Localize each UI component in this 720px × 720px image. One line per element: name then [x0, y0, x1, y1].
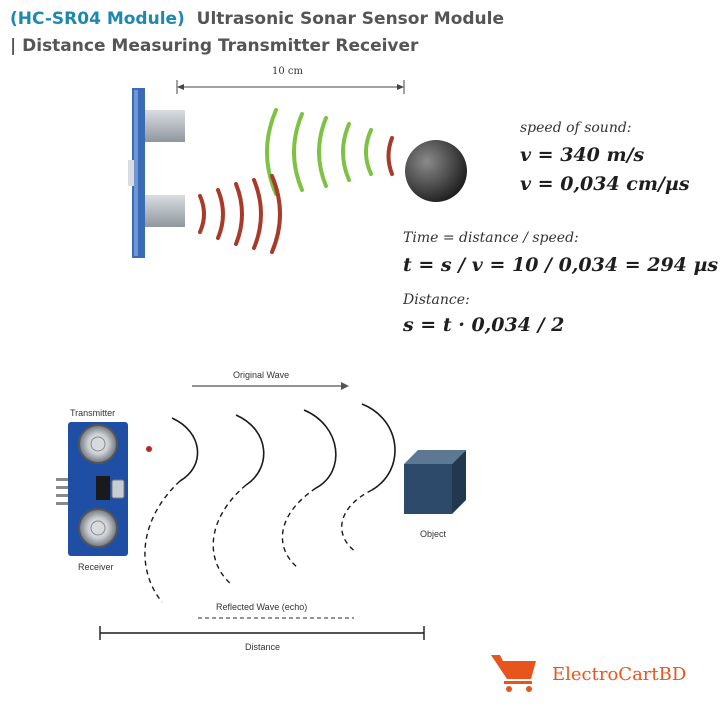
reflected-wave-1 [144, 480, 181, 603]
distance-heading: Distance: [403, 292, 470, 308]
original-waves [171, 403, 396, 491]
emit-wave-1 [265, 108, 278, 196]
speed-ms: v = 340 m/s [520, 144, 645, 166]
reflected-wave-4 [341, 489, 373, 553]
distance-label: Distance [245, 642, 281, 652]
original-wave-2 [235, 414, 265, 486]
top-sensor-module [128, 88, 185, 258]
emit-wave-2 [292, 112, 304, 192]
emit-wave-3 [317, 116, 328, 188]
time-heading: Time = distance / speed: [403, 230, 579, 246]
emit-wave-6 [386, 136, 394, 176]
echo-wave-1 [198, 194, 206, 234]
echo-wave-2 [216, 188, 225, 240]
reflected-waves [144, 480, 373, 603]
reflected-wave-label: Reflected Wave (echo) [216, 602, 308, 612]
transmitter-label: Transmitter [70, 408, 116, 418]
object-cube [404, 450, 466, 514]
speed-cmus: v = 0,034 cm/µs [520, 173, 690, 195]
reflected-wave-3 [281, 487, 317, 569]
reflected-wave-2 [212, 484, 247, 586]
original-wave-3 [303, 409, 337, 489]
title-line-1: Ultrasonic Sonar Sensor Module [196, 9, 505, 29]
original-wave-1 [171, 417, 199, 482]
emit-wave-5 [364, 128, 373, 176]
speed-heading: speed of sound: [520, 120, 632, 136]
page-title: (HC-SR04 Module) Ultrasonic Sonar Sensor… [10, 6, 710, 60]
emission-point [146, 446, 152, 452]
echo-wave-4 [252, 178, 263, 250]
emit-wave-4 [341, 122, 351, 182]
time-formula: t = s / v = 10 / 0,034 = 294 µs [403, 254, 719, 276]
top-transmitter-can [145, 110, 185, 142]
cart-icon [491, 655, 536, 692]
echo-wave-3 [234, 182, 244, 246]
distance-bar [99, 626, 425, 640]
receiver-label: Receiver [78, 562, 114, 572]
hc-sr04-module [56, 422, 128, 556]
distance-formula: s = t · 0,034 / 2 [403, 314, 565, 336]
top-receiver-can [145, 195, 185, 227]
range-label: 10 cm [272, 66, 303, 77]
emitted-waves [265, 108, 394, 196]
original-wave-arrow [192, 382, 349, 390]
target-ball [405, 140, 467, 202]
object-label: Object [420, 529, 447, 539]
echo-wave-5 [270, 174, 282, 254]
range-dimension [176, 80, 405, 94]
echo-waves [198, 174, 282, 254]
title-line-2: | Distance Measuring Transmitter Receive… [10, 36, 419, 56]
original-wave-4 [361, 403, 396, 491]
brand-name: ElectroCartBD [552, 664, 687, 685]
original-wave-label: Original Wave [233, 370, 290, 380]
model-label: (HC-SR04 Module) [10, 9, 185, 29]
